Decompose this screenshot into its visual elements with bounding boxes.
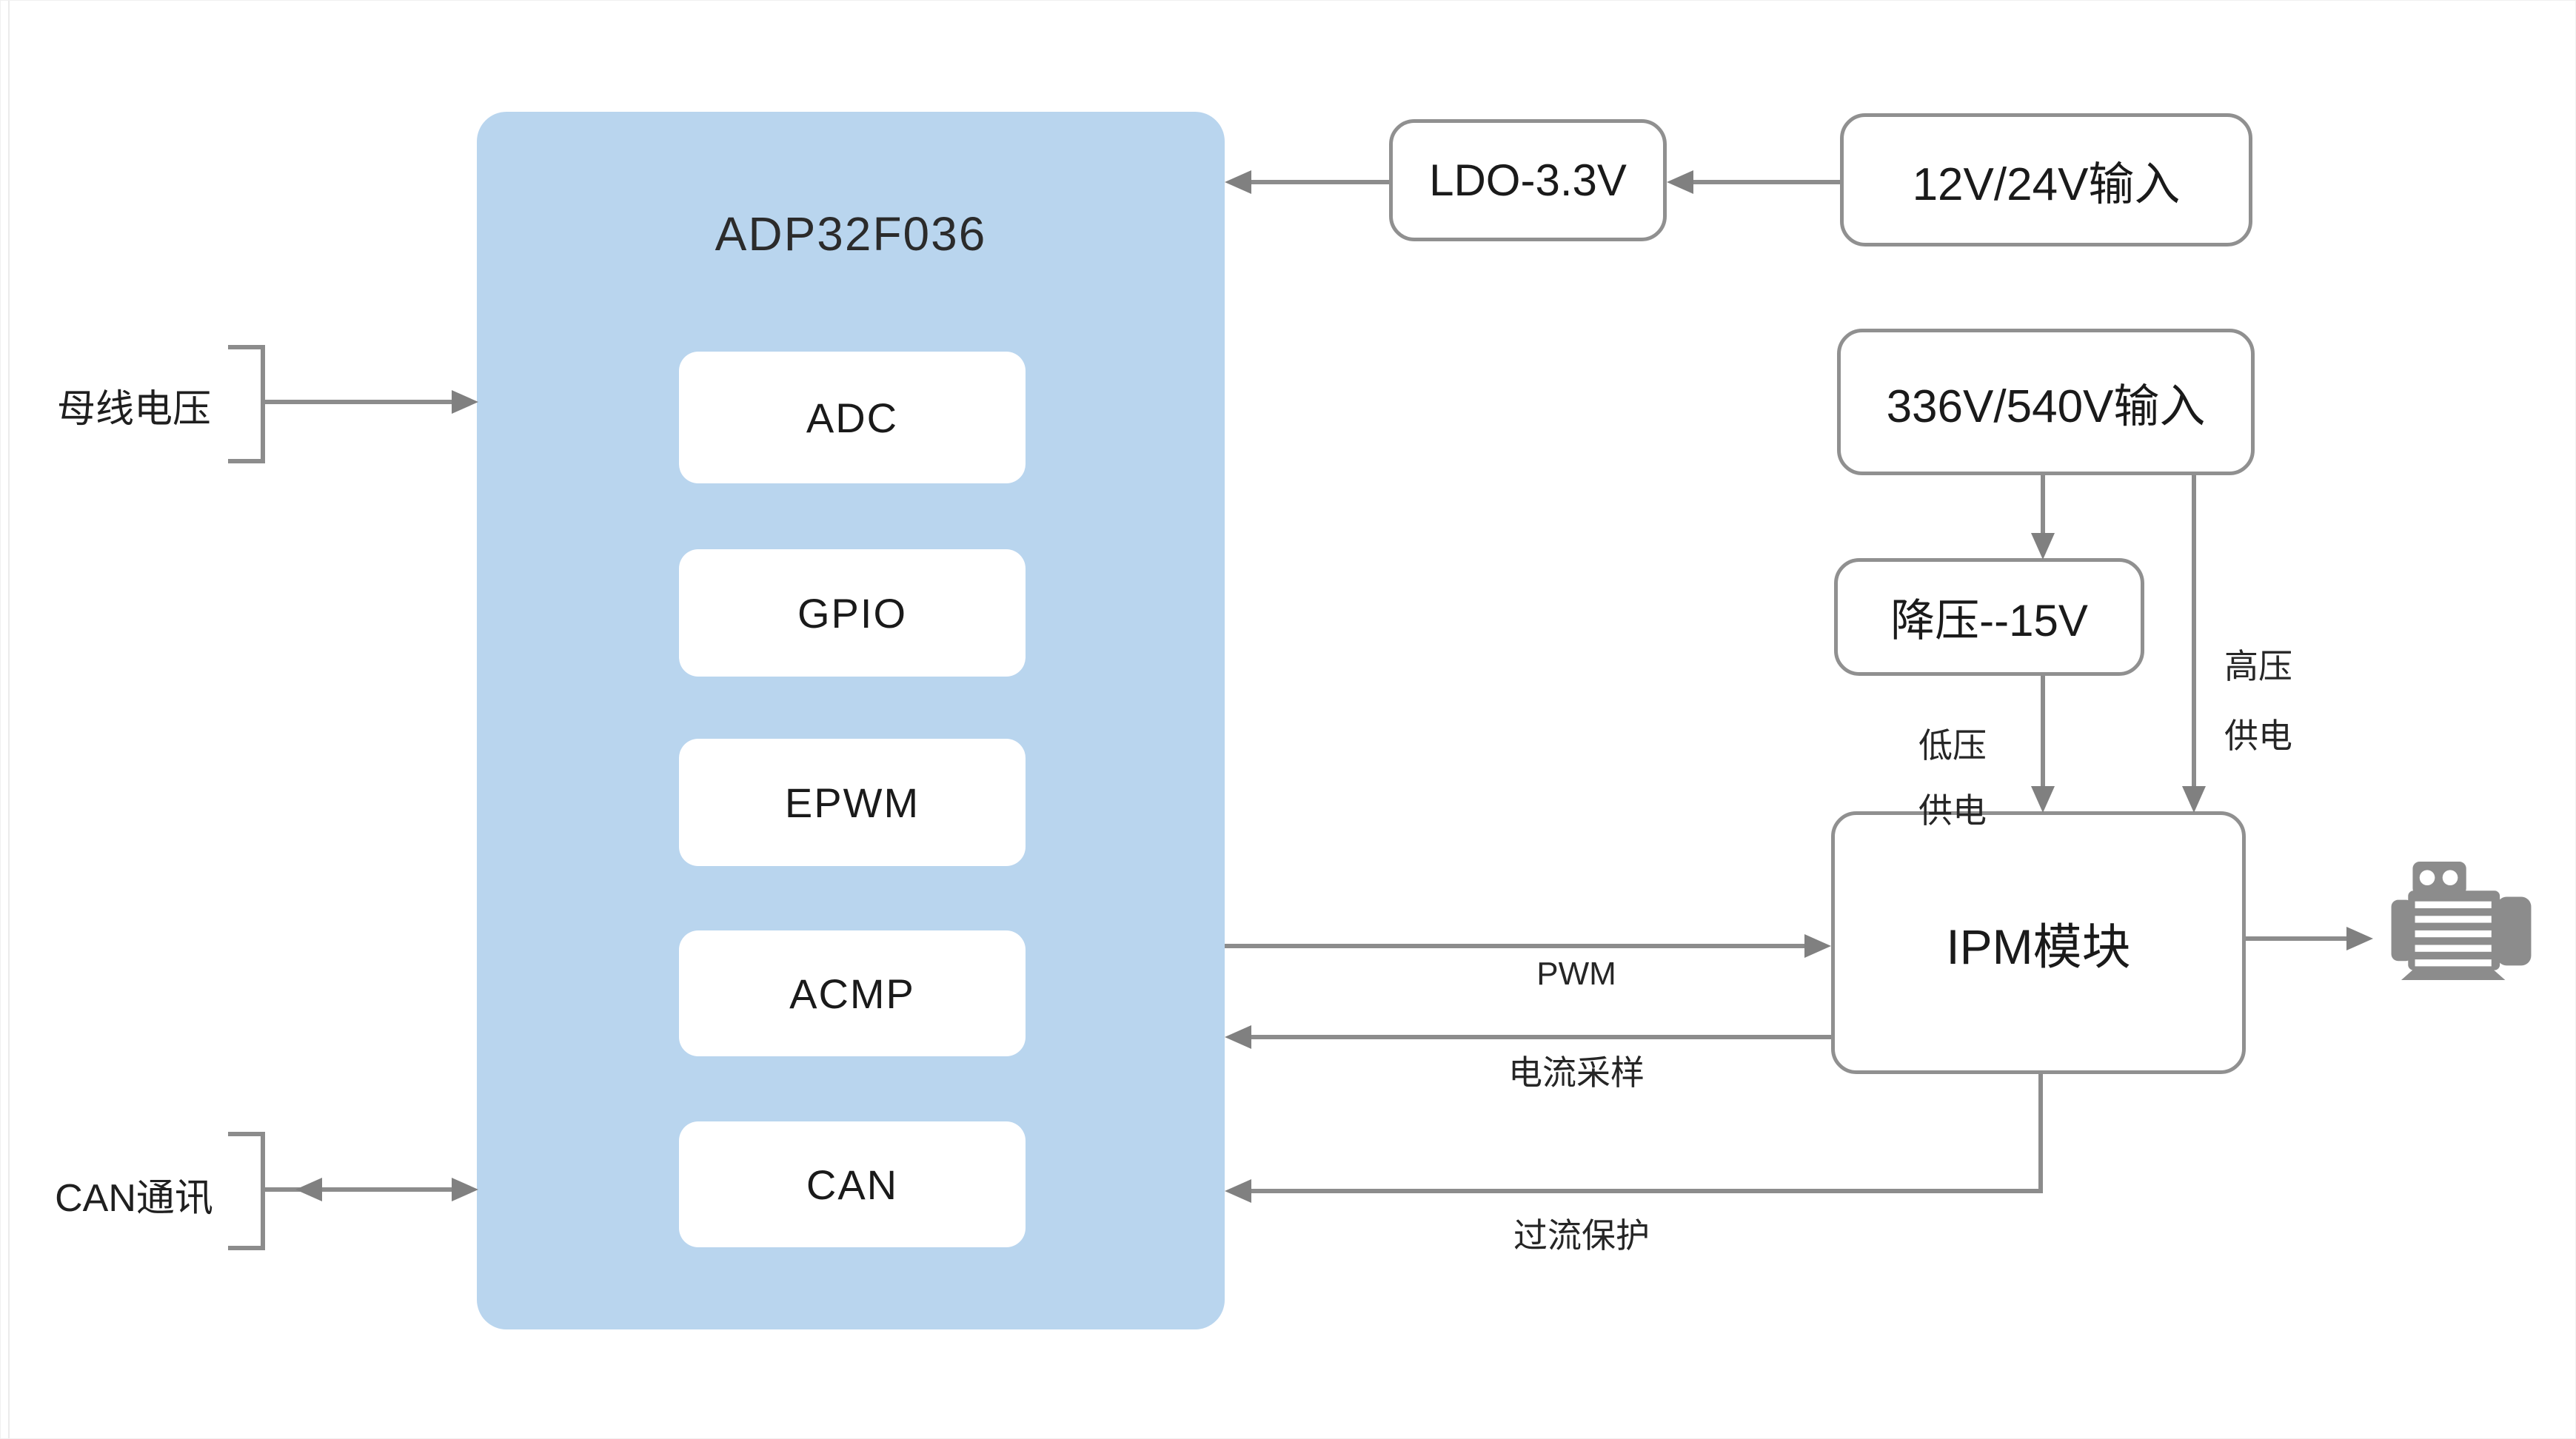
peripheral-label-adc: ADC	[806, 394, 899, 441]
ldo-box: LDO-3.3V	[1389, 119, 1667, 241]
arrow-pwm-line	[1225, 944, 1806, 948]
peripheral-label-epwm: EPWM	[784, 779, 920, 826]
arrow-ipm-to-motor-head	[2346, 927, 2373, 950]
arrow-hvinput-to-buck-line	[2041, 475, 2045, 533]
bus-voltage-bracket-bottom-tick	[228, 459, 265, 463]
peripheral-box-adc: ADC	[679, 352, 1026, 483]
peripheral-box-gpio: GPIO	[679, 549, 1026, 677]
arrow-hvinput-to-ipm-line	[2192, 475, 2196, 786]
can-comm-label: CAN通讯	[55, 1177, 213, 1220]
bus-voltage-label: 母线电压	[56, 388, 211, 431]
arrow-ldo-to-mcu-head	[1225, 170, 1251, 194]
peripheral-label-acmp: ACMP	[789, 970, 915, 1017]
arrow-cancomm-mcu-head-right	[452, 1178, 478, 1201]
can-comm-bracket	[261, 1132, 265, 1250]
arrow-hvinput-to-ipm-head	[2182, 786, 2206, 813]
arrow-current-sampling-line	[1251, 1035, 1831, 1039]
peripheral-box-can: CAN	[679, 1121, 1026, 1247]
current-sampling-label: 电流采样	[1508, 1053, 1645, 1092]
arrow-cancomm-mcu-head-left	[295, 1178, 322, 1201]
arrow-overcurrent-vline	[2038, 1074, 2043, 1193]
peripheral-box-acmp: ACMP	[679, 930, 1026, 1056]
bus-voltage-bracket	[261, 345, 265, 463]
arrow-overcurrent-head	[1225, 1179, 1251, 1203]
arrow-cancomm-mcu-line	[265, 1187, 452, 1192]
ipm-label: IPM模块	[1946, 919, 2131, 974]
peripheral-label-can: CAN	[806, 1161, 899, 1208]
high-voltage-supply-label: 高压 供电	[2224, 647, 2292, 755]
low-voltage-supply-label: 低压 供电	[1918, 726, 1987, 830]
bus-voltage-bracket-top-tick	[228, 345, 265, 349]
motor-icon	[2391, 862, 2532, 980]
page-edge-line	[8, 1, 10, 1438]
arrow-busvoltage-to-mcu-head	[452, 390, 478, 414]
arrow-buck-to-ipm-line	[2041, 676, 2045, 786]
hv-input-label: 336V/540V输入	[1886, 381, 2206, 432]
ipm-box: IPM模块	[1831, 811, 2246, 1074]
dc-input-label: 12V/24V输入	[1912, 159, 2181, 210]
peripheral-box-epwm: EPWM	[679, 739, 1026, 866]
pwm-label: PWM	[1536, 956, 1616, 992]
arrow-ipm-to-motor-line	[2246, 936, 2346, 941]
arrow-pwm-head	[1804, 934, 1831, 958]
arrow-current-sampling-head	[1225, 1025, 1251, 1049]
overcurrent-protection-label: 过流保护	[1513, 1216, 1650, 1255]
hv-input-box: 336V/540V输入	[1837, 329, 2255, 475]
dc-input-box: 12V/24V输入	[1840, 113, 2252, 246]
arrow-overcurrent-hline	[1251, 1189, 2043, 1193]
can-comm-bracket-bottom-tick	[228, 1246, 265, 1250]
arrow-ldo-to-mcu-line	[1251, 180, 1389, 184]
buck-box: 降压--15V	[1834, 558, 2144, 676]
arrow-hvinput-to-buck-head	[2031, 533, 2055, 560]
can-comm-bracket-top-tick	[228, 1132, 265, 1136]
arrow-dcinput-to-ldo-line	[1693, 180, 1840, 184]
arrow-dcinput-to-ldo-head	[1667, 170, 1693, 194]
ldo-label: LDO-3.3V	[1429, 155, 1627, 205]
buck-label: 降压--15V	[1890, 596, 2088, 645]
peripheral-label-gpio: GPIO	[797, 589, 908, 637]
arrow-busvoltage-to-mcu-line	[265, 400, 452, 404]
arrow-buck-to-ipm-head	[2031, 786, 2055, 813]
mcu-title: ADP32F036	[715, 207, 987, 261]
